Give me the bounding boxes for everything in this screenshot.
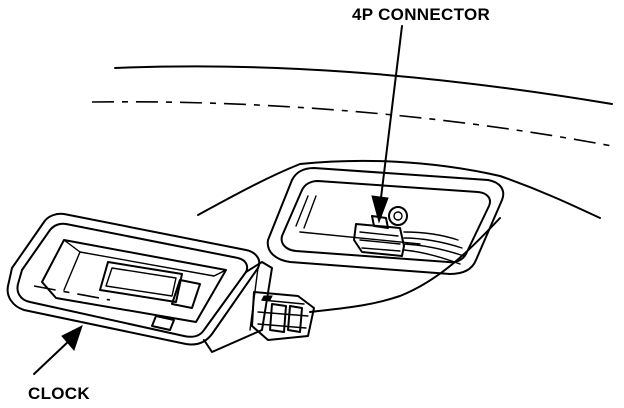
connector-label: 4P CONNECTOR [352,5,491,24]
clock-dashed-line [33,285,111,301]
headliner-lower-contour [309,217,501,313]
clock-connector [251,291,315,341]
opening-outer-frame [266,167,505,275]
grommet-center [393,211,403,221]
headliner-edge-line [114,65,613,105]
clock-arrow-head [61,325,83,351]
connector-arrow-head [371,195,389,224]
grommet [388,206,408,226]
headliner-dashed-line [91,101,613,147]
clock-unit [6,212,273,353]
clock-bezel-inner [16,222,249,338]
clock-lower-button [151,315,175,331]
wire-2 [403,237,463,249]
wire-3 [403,243,465,257]
clock-label: CLOCK [28,384,90,403]
connector-body [353,223,405,257]
harness-connector-4p [353,215,465,265]
connector-leader-arrow [371,25,403,224]
opening-inner-frame [280,180,491,264]
clock-button [171,279,201,309]
clock-display-recess [41,239,227,323]
clock-connector-terminals [269,303,303,333]
connector-lock-tab [371,215,389,229]
clock-recess-left-wall [63,251,81,291]
clock-mounting-opening [266,167,505,275]
clock-connector-ridges [257,299,309,329]
wire-1 [403,231,459,241]
headliner-surface [91,65,613,313]
clock-lcd-inner [105,267,177,297]
clock-recess-top-edge [63,239,227,277]
connector-arrow-shaft [379,25,403,207]
opening-side-wall [295,195,317,229]
connector-ridges [359,231,401,252]
clock-lcd-window [99,261,183,303]
clock-connector-body [251,291,315,341]
headliner-recess-contour [197,159,601,219]
clock-leader-arrow [33,325,83,375]
clock-connector-latch [261,295,273,301]
wire-4 [403,249,461,265]
opening-floor-edge [299,231,421,245]
clock-bezel-outer [6,212,261,346]
clock-arrow-shaft [33,339,71,375]
